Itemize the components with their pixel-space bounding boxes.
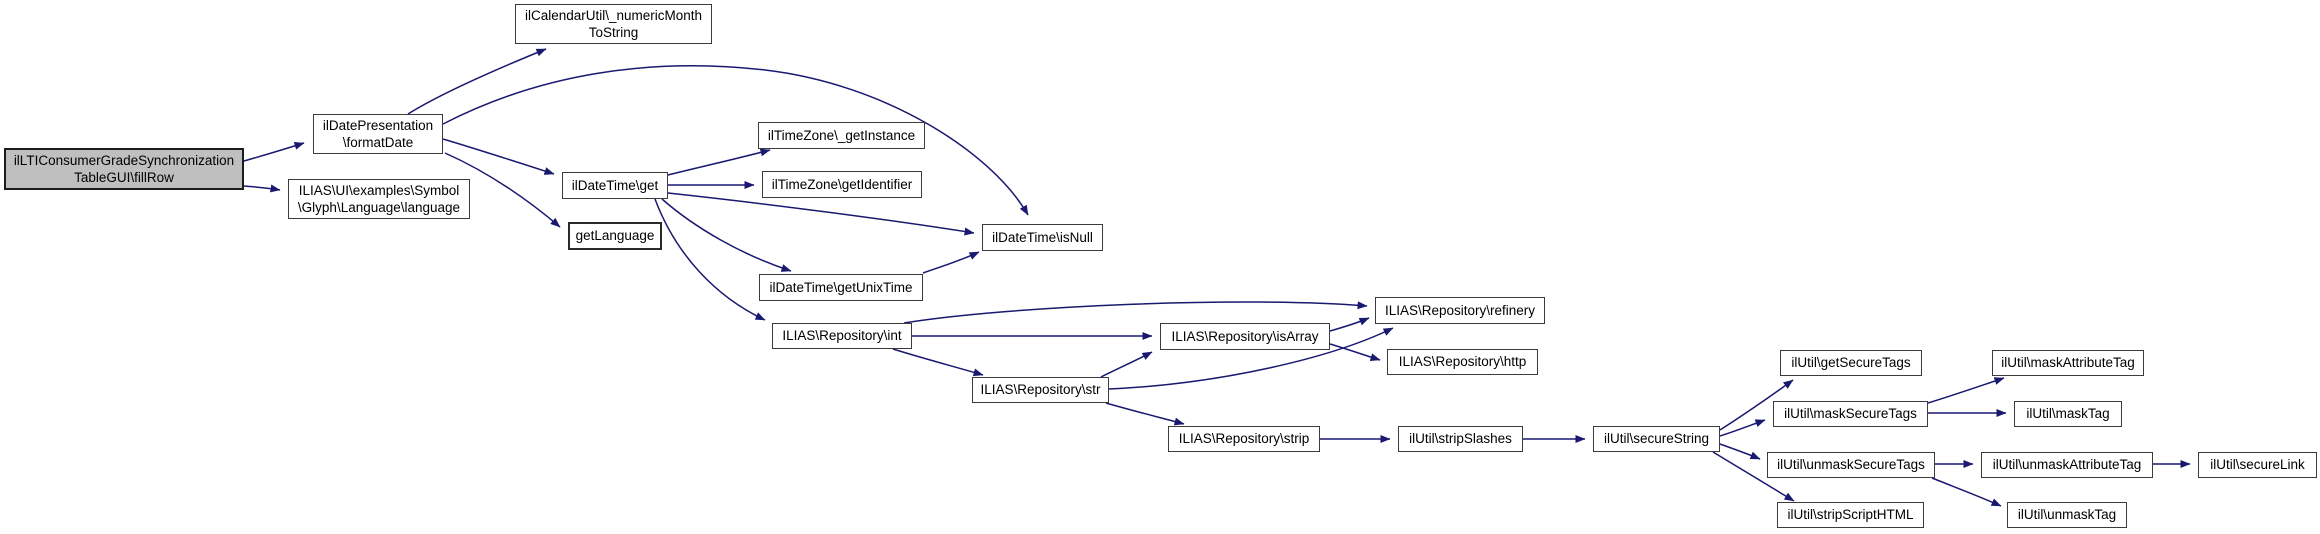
- node-unmaskTag[interactable]: ilUtil\unmaskTag: [2007, 502, 2127, 528]
- node-unmaskAttributeTag[interactable]: ilUtil\unmaskAttributeTag: [1981, 452, 2153, 478]
- edge-formatDate-isNull: [442, 65, 1029, 216]
- edge-secureString-getSecureTags: [1719, 379, 1794, 431]
- node-fillRow: ilLTIConsumerGradeSynchronization TableG…: [4, 148, 244, 190]
- edge-formatDate-getLanguage: [444, 152, 561, 228]
- node-getSecureTags[interactable]: ilUtil\getSecureTags: [1780, 350, 1922, 376]
- edge-secureString-stripScriptHTML: [1712, 451, 1795, 502]
- node-isNull[interactable]: ilDateTime\isNull: [982, 224, 1103, 251]
- node-getUnixTime[interactable]: ilDateTime\getUnixTime: [759, 274, 923, 301]
- node-repository-strip[interactable]: ILIAS\Repository\strip: [1168, 426, 1320, 452]
- edge-get-getUnixTime: [661, 198, 792, 272]
- node-stripSlashes[interactable]: ilUtil\stripSlashes: [1398, 426, 1523, 452]
- node-maskTag[interactable]: ilUtil\maskTag: [2014, 401, 2122, 427]
- node-repository-isArray[interactable]: ILIAS\Repository\isArray: [1160, 323, 1330, 350]
- edge-fillRow-language: [243, 184, 281, 193]
- edge-str-refinery: [1108, 327, 1394, 390]
- node-secureLink[interactable]: ilUtil\secureLink: [2198, 452, 2317, 478]
- node-language[interactable]: ILIAS\UI\examples\Symbol \Glyph\Language…: [288, 179, 470, 219]
- edge-get-int: [654, 198, 766, 321]
- node-repository-http[interactable]: ILIAS\Repository\http: [1387, 349, 1538, 375]
- edge-str-strip: [1105, 402, 1185, 426]
- edge-formatDate-numericMonth: [407, 48, 547, 115]
- edge-maskSecureTags-maskAttributeTag: [1927, 377, 2005, 404]
- node-getLanguage[interactable]: getLanguage: [568, 222, 662, 250]
- node-repository-int[interactable]: ILIAS\Repository\int: [772, 323, 912, 349]
- edge-secureString-maskSecureTags: [1719, 419, 1766, 437]
- node-numericMonthToString[interactable]: ilCalendarUtil\_numericMonth ToString: [515, 4, 712, 44]
- node-repository-str[interactable]: ILIAS\Repository\str: [972, 377, 1109, 403]
- node-formatDate[interactable]: ilDatePresentation \formatDate: [313, 114, 443, 154]
- node-maskAttributeTag[interactable]: ilUtil\maskAttributeTag: [1992, 350, 2144, 376]
- edge-unmaskSecureTags-unmaskTag: [1931, 477, 2002, 507]
- edge-fillRow-formatDate: [243, 142, 305, 162]
- edge-isArray-http: [1329, 343, 1381, 361]
- node-maskSecureTags[interactable]: ilUtil\maskSecureTags: [1773, 401, 1928, 427]
- node-ilDateTime-get[interactable]: ilDateTime\get: [562, 172, 668, 199]
- edge-formatDate-get: [442, 138, 555, 175]
- edge-getUnixTime-isNull: [922, 251, 980, 274]
- edge-secureString-unmaskSecureTags: [1719, 443, 1761, 460]
- node-getInstance[interactable]: ilTimeZone\_getInstance: [758, 122, 925, 149]
- edge-get-isNull: [667, 192, 975, 236]
- edge-isArray-refinery: [1329, 317, 1370, 332]
- edge-int-str: [892, 348, 984, 377]
- edge-str-isArray: [1100, 351, 1153, 378]
- node-secureString[interactable]: ilUtil\secureString: [1593, 426, 1720, 452]
- node-stripScriptHTML[interactable]: ilUtil\stripScriptHTML: [1777, 502, 1924, 528]
- node-repository-refinery[interactable]: ILIAS\Repository\refinery: [1375, 297, 1545, 324]
- node-unmaskSecureTags[interactable]: ilUtil\unmaskSecureTags: [1767, 452, 1935, 478]
- node-getIdentifier[interactable]: ilTimeZone\getIdentifier: [762, 171, 922, 198]
- edge-int-refinery: [903, 301, 1368, 324]
- edge-get-getInstance: [667, 148, 771, 176]
